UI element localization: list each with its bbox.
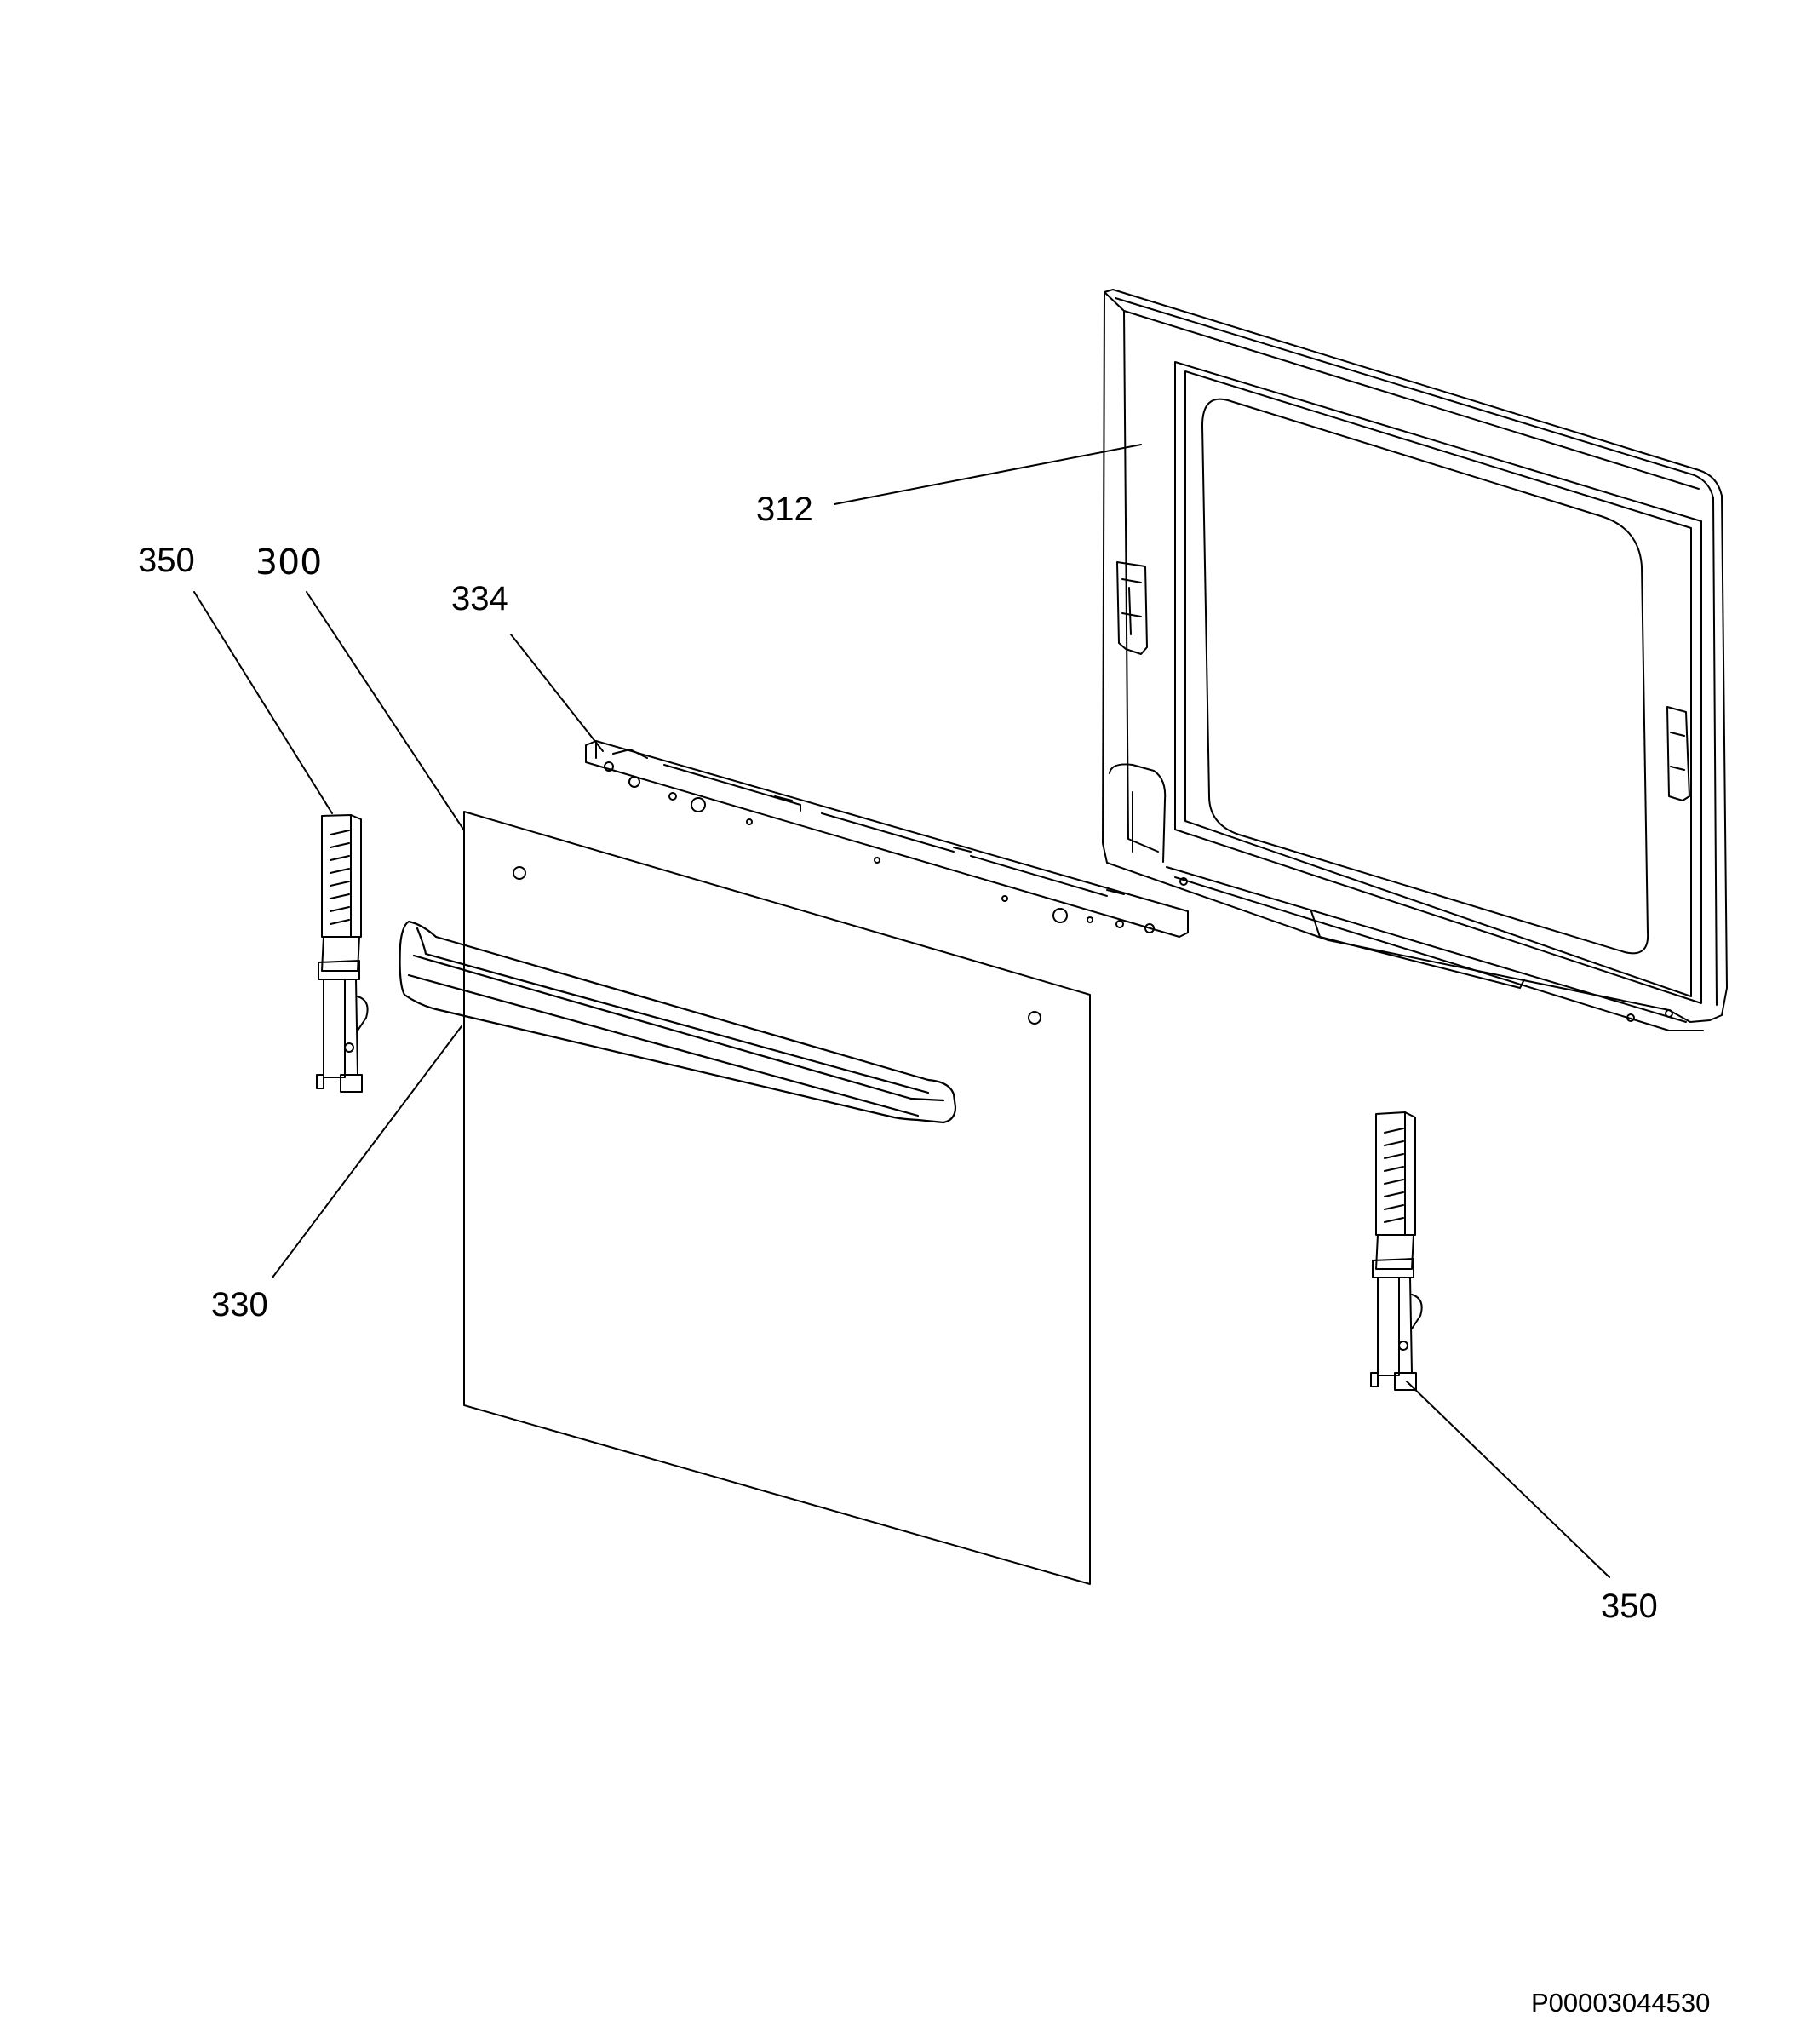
leader-300 — [306, 591, 465, 831]
callout-330: 330 — [211, 1286, 268, 1323]
leader-350-bottom — [1406, 1381, 1610, 1578]
hinge-right-350 — [1370, 1111, 1423, 1391]
callout-312: 312 — [756, 491, 813, 528]
hinge-left-350 — [316, 814, 369, 1093]
leader-lines — [193, 444, 1610, 1578]
door-top-trim-334 — [585, 740, 1189, 938]
leader-312 — [834, 444, 1142, 505]
callout-350-bottom: 350 — [1601, 1588, 1658, 1625]
door-handle-330 — [399, 920, 957, 1124]
outer-door-panel-300 — [463, 811, 1091, 1585]
leader-330 — [272, 1025, 462, 1278]
leader-350-top — [193, 591, 333, 814]
inner-door-frame-312 — [1102, 289, 1728, 1031]
leader-334 — [510, 634, 604, 752]
callout-334: 334 — [451, 580, 508, 617]
callout-350-top: 350 — [138, 542, 195, 579]
diagram-reference-code: P00003044530 — [1531, 1988, 1711, 2018]
callout-300: 300 — [255, 542, 323, 583]
